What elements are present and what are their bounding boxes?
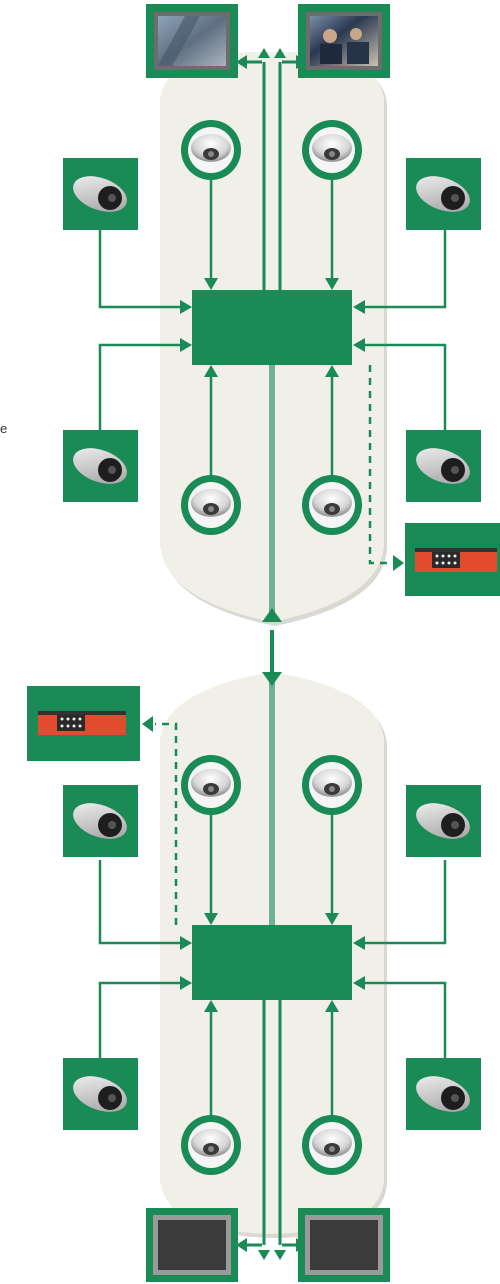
- dome-camera-icon: [181, 755, 241, 815]
- dome-camera-icon: [302, 755, 362, 815]
- bullet-camera-icon: [63, 430, 138, 502]
- arrow-down-left-bottom: [258, 1250, 270, 1260]
- bullet-camera-icon: [406, 158, 481, 230]
- arrow-down-right-bottom: [274, 1250, 286, 1260]
- dome-camera-icon: [302, 1115, 362, 1175]
- coupling-arrow-down: [262, 672, 282, 686]
- bullet-cameras: [63, 158, 481, 1130]
- recorder-unit-carriage-1: [405, 523, 500, 596]
- bullet-camera-icon: [406, 1058, 481, 1130]
- monitor-bottom-left: [146, 1208, 238, 1282]
- bullet-camera-icon: [63, 1058, 138, 1130]
- dome-cameras: [181, 120, 362, 1175]
- bullet-camera-icon: [406, 430, 481, 502]
- monitor-top-right: [298, 4, 390, 78]
- backbone-carriage-2: [269, 680, 275, 925]
- dome-camera-icon: [181, 1115, 241, 1175]
- bullet-camera-icon: [406, 785, 481, 857]
- monitor-top-left: [146, 4, 238, 78]
- connectors-carriage-1: [98, 175, 447, 480]
- monitor-links-bottom: [245, 1000, 298, 1247]
- arrowheads-carriage-2: [180, 913, 365, 1012]
- bullet-camera-icon: [63, 158, 138, 230]
- backbone-carriage-1: [269, 365, 275, 615]
- dome-camera-icon: [302, 475, 362, 535]
- recorder-arrow-carriage-2: [142, 716, 153, 732]
- recorder-link-carriage-2: [155, 722, 178, 925]
- connectors-carriage-2: [98, 810, 447, 1120]
- bullet-camera-icon: [63, 785, 138, 857]
- dome-camera-icon: [181, 120, 241, 180]
- network-switch-carriage-2: [192, 925, 352, 1000]
- dome-camera-icon: [302, 120, 362, 180]
- stray-text: e: [0, 421, 8, 436]
- arrowheads-carriage-1: [180, 278, 365, 377]
- coupling-arrow-up: [262, 608, 282, 622]
- arrow-up-left-top: [258, 48, 270, 58]
- dome-camera-icon: [181, 475, 241, 535]
- arrow-to-monitor-left-bottom: [236, 1238, 247, 1252]
- recorder-unit-carriage-2: [27, 686, 140, 761]
- arrow-up-right-top: [274, 48, 286, 58]
- monitor-bottom-right: [298, 1208, 390, 1282]
- recorder-arrow-carriage-1: [393, 555, 404, 571]
- monitor-uplinks-top: [245, 60, 298, 290]
- recorder-link-carriage-1: [368, 365, 392, 565]
- arrow-to-monitor-left-top: [236, 55, 247, 69]
- network-switch-carriage-1: [192, 290, 352, 365]
